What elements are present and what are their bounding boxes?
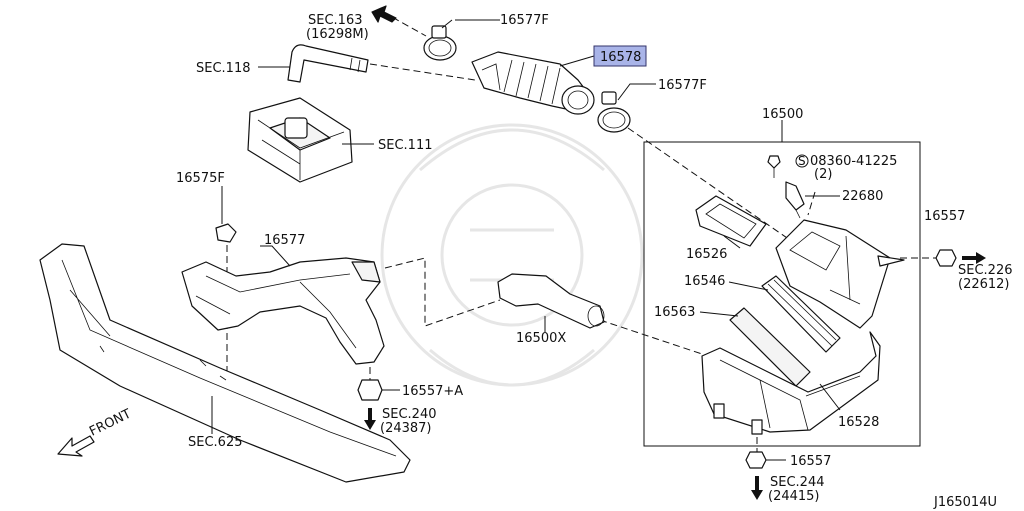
label-22680[interactable]: 22680 — [842, 189, 883, 204]
arrow-sec244 — [751, 476, 763, 500]
label-16577[interactable]: 16577 — [264, 233, 305, 248]
label-16557a[interactable]: 16557+A — [402, 384, 463, 399]
watermark-emblem — [380, 123, 644, 387]
label-sec226-sub: (22612) — [958, 277, 1010, 292]
label-sec244-sub: (24415) — [768, 489, 820, 504]
label-front: FRONT — [87, 407, 134, 440]
label-16557-right[interactable]: 16557 — [924, 209, 965, 224]
screw-08360 — [767, 155, 781, 178]
label-16526[interactable]: 16526 — [686, 247, 727, 262]
label-sec111: SEC.111 — [378, 138, 433, 153]
label-08360-mark: S — [798, 154, 806, 168]
label-08360[interactable]: 08360-41225 — [810, 154, 897, 169]
clamp-16577f-top — [423, 25, 457, 61]
cover-16526 — [695, 195, 767, 247]
label-16563[interactable]: 16563 — [654, 305, 695, 320]
clamp-16577f-mid — [597, 91, 631, 133]
bolt-16557-right — [935, 249, 957, 267]
label-16577f-mid: 16577F — [658, 78, 707, 93]
standard-part-mark — [795, 154, 809, 168]
label-sec163: SEC.163 — [308, 13, 363, 28]
label-sec118: SEC.118 — [196, 61, 251, 76]
valve-cover-sec111 — [247, 97, 353, 183]
label-16546[interactable]: 16546 — [684, 274, 725, 289]
air-cleaner-lower-case — [701, 331, 881, 435]
label-16578[interactable]: 16578 — [600, 50, 641, 65]
air-duct-16578 — [471, 51, 595, 115]
air-cleaner-upper-case — [775, 219, 905, 329]
label-sec240: SEC.240 — [382, 407, 437, 422]
label-16528[interactable]: 16528 — [838, 415, 879, 430]
diagram-id: J165014U — [933, 495, 997, 510]
arrow-sec240 — [364, 408, 376, 430]
highlight-16578 — [593, 45, 647, 67]
grommet-16557a — [357, 379, 383, 401]
label-16575f[interactable]: 16575F — [176, 171, 225, 186]
bolt-16557-bottom — [745, 451, 767, 469]
sensor-22680 — [785, 181, 805, 219]
hose-sec118 — [287, 44, 369, 83]
label-sec163-sub: (16298M) — [306, 27, 369, 42]
label-sec240-sub: (24387) — [380, 421, 432, 436]
label-16557-bottom[interactable]: 16557 — [790, 454, 831, 469]
core-support-sec625 — [39, 243, 411, 483]
arrow-sec163 — [371, 5, 397, 23]
clip-16575f — [215, 223, 237, 243]
label-sec244: SEC.244 — [770, 475, 825, 490]
label-16500x[interactable]: 16500X — [516, 331, 566, 346]
label-16577f-top: 16577F — [500, 13, 549, 28]
element-16563 — [729, 307, 811, 387]
label-sec625: SEC.625 — [188, 435, 243, 450]
label-08360-qty: (2) — [814, 167, 832, 182]
arrow-front — [57, 435, 95, 457]
label-sec226: SEC.226 — [958, 263, 1013, 278]
filter-element-16546 — [761, 275, 841, 353]
leader-lines — [211, 19, 841, 461]
duct-16500x — [497, 273, 605, 329]
intake-duct-16577 — [181, 257, 385, 365]
arrow-sec226 — [962, 252, 986, 264]
label-16500[interactable]: 16500 — [762, 107, 803, 122]
